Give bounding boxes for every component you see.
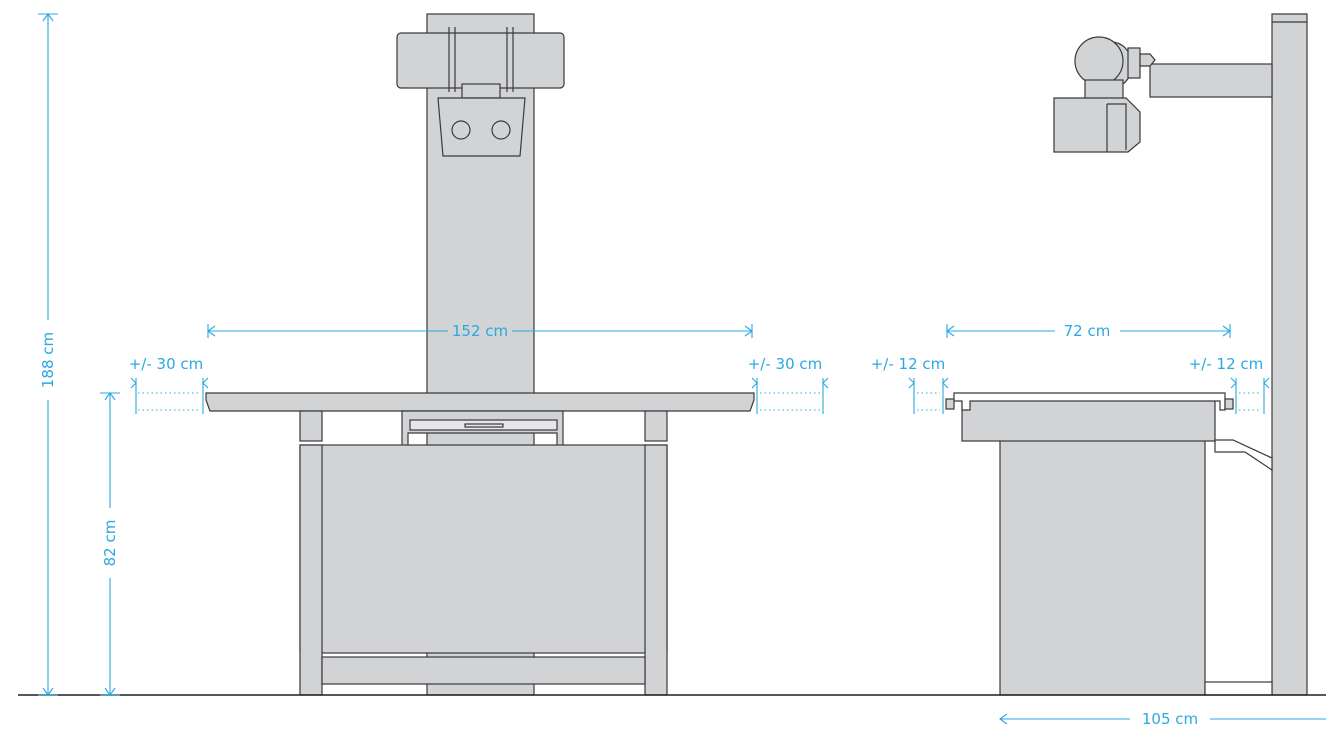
- side-base-cabinet: [999, 439, 1206, 696]
- front-collimator-knob-left: [451, 120, 471, 140]
- side-view: [945, 13, 1308, 696]
- side-tube-cap: [1139, 53, 1156, 67]
- table-length-label: 152 cm: [452, 322, 508, 340]
- front-tube-housing: [396, 32, 565, 89]
- front-base-panel: [299, 444, 668, 654]
- table-width-label: 72 cm: [1064, 322, 1111, 340]
- front-crossbar: [321, 656, 646, 685]
- side-column: [1271, 13, 1308, 696]
- travel-left-label: +/- 30 cm: [129, 355, 204, 373]
- total-height-label: 188 cm: [39, 332, 57, 388]
- front-leg-left: [299, 444, 323, 696]
- front-view: [205, 13, 755, 696]
- side-rail-knob-right: [1224, 398, 1234, 410]
- side-tube-neck: [1084, 79, 1124, 101]
- front-collimator: [437, 97, 526, 157]
- front-leg-stub-right: [644, 410, 668, 442]
- travel-right-label: +/- 30 cm: [748, 355, 823, 373]
- footprint-depth-label: 105 cm: [1142, 710, 1198, 728]
- front-collimator-neck: [461, 83, 501, 99]
- dimension-lines: [38, 13, 1326, 725]
- front-housing-rails: [448, 27, 514, 92]
- side-tube-end: [1074, 36, 1124, 86]
- side-arm: [1149, 63, 1273, 98]
- front-collimator-knob-right: [491, 120, 511, 140]
- table-height-label: 82 cm: [101, 520, 119, 567]
- lateral-left-label: +/- 12 cm: [871, 355, 946, 373]
- side-collimator-detail: [1106, 103, 1127, 152]
- front-bucky-handle: [464, 423, 504, 428]
- front-leg-stub-left: [299, 410, 323, 442]
- side-bracket: [1214, 439, 1273, 472]
- side-tube-collar: [1127, 47, 1141, 79]
- side-foot-plate: [1204, 681, 1273, 696]
- lateral-right-label: +/- 12 cm: [1189, 355, 1264, 373]
- front-table-top: [205, 392, 755, 412]
- front-leg-right: [644, 444, 668, 696]
- side-collimator: [1053, 97, 1141, 153]
- side-table-top: [961, 394, 1216, 442]
- side-rail-knob-left: [945, 398, 955, 410]
